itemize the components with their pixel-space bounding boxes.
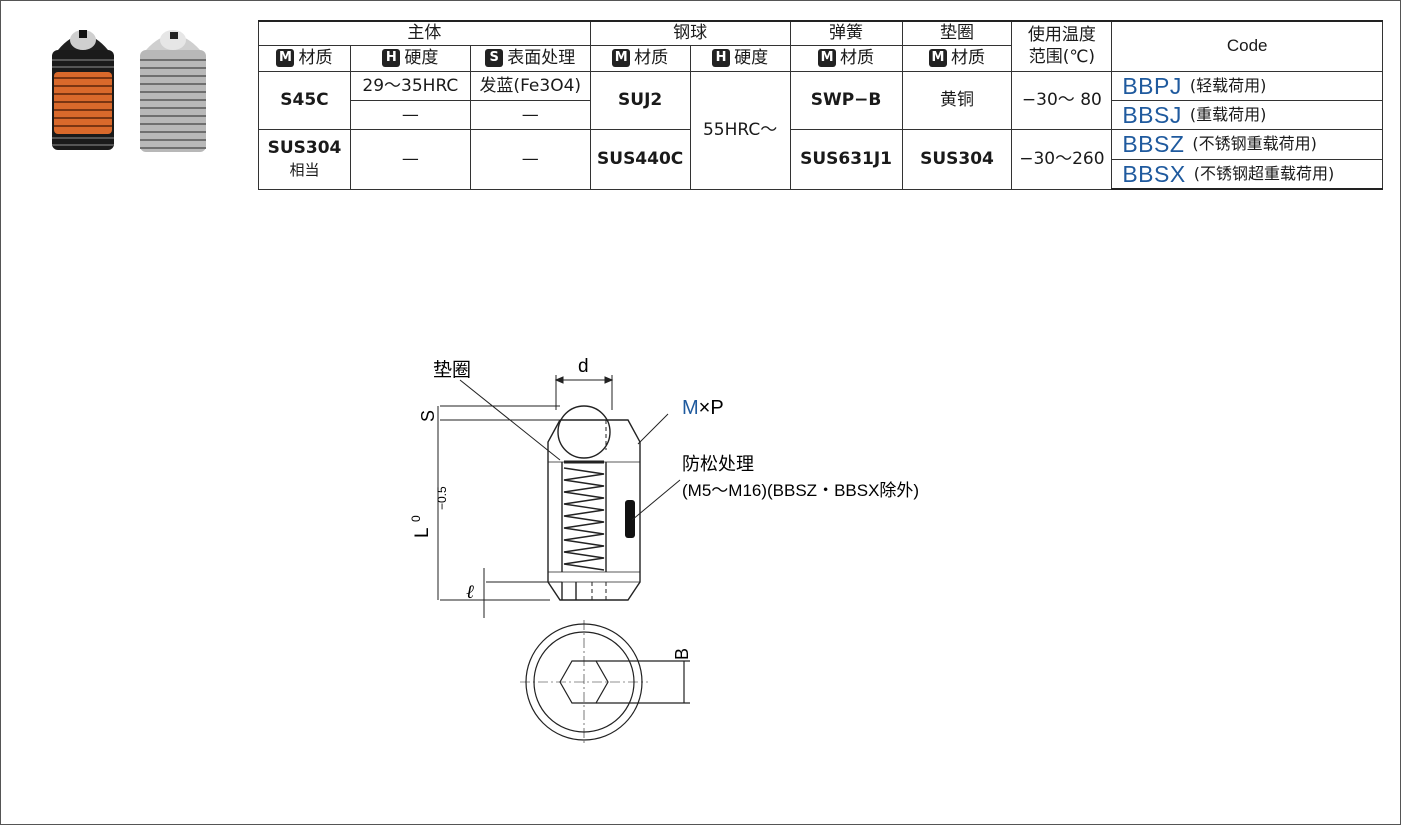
code-note: (不锈钢超重载荷用) [1193, 163, 1335, 183]
r2-ball-material: SUS440C [589, 128, 691, 190]
header-temp: 使用温度 范围(℃) [1011, 20, 1113, 72]
r2-spring: SUS631J1 [789, 128, 903, 190]
header-steel-ball: 钢球 [589, 20, 791, 46]
product-photos [52, 30, 206, 152]
product-photo-stainless [140, 30, 206, 152]
subheader-label: 表面处理 [507, 48, 576, 68]
b-label: B [672, 648, 692, 660]
r1b-surface: — [469, 99, 591, 130]
h-badge-icon: H [712, 49, 731, 67]
thread-xp: ×P [699, 397, 724, 419]
body-outline [547, 419, 641, 601]
code-row-bbsx[interactable]: BBSX (不锈钢超重载荷用) [1111, 158, 1383, 190]
m-badge-icon: M [276, 49, 295, 67]
code-note: (重载荷用) [1189, 104, 1267, 124]
spring-coil [563, 467, 605, 571]
l-label: L [412, 527, 433, 538]
header-washer: 垫圈 [901, 20, 1013, 46]
lock-patch [625, 500, 635, 538]
r2-hardness: — [349, 128, 471, 190]
m-badge-icon: M [612, 49, 631, 67]
subheader-label: 材质 [298, 48, 333, 68]
thread-m: M [682, 397, 699, 419]
ball-hardness: 55HRC〜 [689, 70, 791, 190]
r1b-hardness: — [349, 99, 471, 130]
r1-material: S45C [258, 70, 351, 130]
l-tol-bottom: −0.5 [435, 486, 449, 510]
subheader-label: 材质 [634, 48, 669, 68]
header-temp-line2: 范围(℃) [1028, 47, 1096, 68]
technical-drawing: 垫圈 d M×P 防松处理 (M5〜M16)(BBSZ・BBSX除外) S L … [409, 356, 919, 744]
lock-label: 防松处理 [682, 454, 754, 475]
s-badge-icon: S [485, 49, 504, 67]
lock-note: (M5〜M16)(BBSZ・BBSX除外) [682, 481, 919, 500]
r2-material-sub: 相当 [289, 161, 320, 179]
header-main-body: 主体 [258, 20, 591, 46]
code-row-bbpj[interactable]: BBPJ (轻载荷用) [1111, 70, 1383, 101]
code-note: (不锈钢重载荷用) [1192, 134, 1317, 153]
code-row-bbsz[interactable]: BBSZ (不锈钢重载荷用) [1111, 128, 1383, 160]
subheader-label: 材质 [950, 48, 985, 68]
s-label: S [418, 410, 438, 422]
code-link[interactable]: BBSJ [1122, 101, 1182, 128]
r1-temp: −30〜 80 [1011, 70, 1113, 130]
end-view [520, 620, 690, 744]
subheader-label: 硬度 [734, 48, 769, 68]
r2-material-name: SUS304 [267, 138, 342, 158]
r1-hardness: 29〜35HRC [349, 70, 471, 101]
d-label: d [578, 356, 589, 377]
r2-material: SUS304 相当 [258, 128, 351, 190]
thread-label: M×P [682, 397, 724, 419]
l-tol-top: 0 [409, 515, 423, 522]
r1-surface: 发蓝(Fe3O4) [469, 70, 591, 101]
r1-spring: SWP−B [789, 70, 903, 130]
steel-ball [557, 405, 611, 459]
subheader-label: 硬度 [404, 48, 439, 68]
header-spring: 弹簧 [789, 20, 903, 46]
code-link[interactable]: BBSX [1122, 160, 1186, 187]
washer-label: 垫圈 [433, 359, 471, 381]
header-code: Code [1111, 20, 1383, 72]
subheader-label: 材质 [840, 48, 875, 68]
ell-label: ℓ [466, 581, 474, 603]
m-badge-icon: M [818, 49, 837, 67]
r2-surface: — [469, 128, 591, 190]
code-note: (轻载荷用) [1189, 75, 1267, 95]
r1-ball-material: SUJ2 [589, 70, 691, 130]
r2-temp: −30〜260 [1011, 128, 1113, 190]
product-photo-black [52, 30, 114, 150]
code-row-bbsj[interactable]: BBSJ (重载荷用) [1111, 99, 1383, 130]
m-badge-icon: M [928, 49, 947, 67]
r2-washer: SUS304 [901, 128, 1013, 190]
r1-washer: 黄铜 [901, 70, 1013, 130]
h-badge-icon: H [382, 49, 401, 67]
code-link[interactable]: BBPJ [1122, 72, 1182, 99]
header-temp-line1: 使用温度 [1027, 25, 1096, 46]
code-link[interactable]: BBSZ [1122, 131, 1185, 157]
